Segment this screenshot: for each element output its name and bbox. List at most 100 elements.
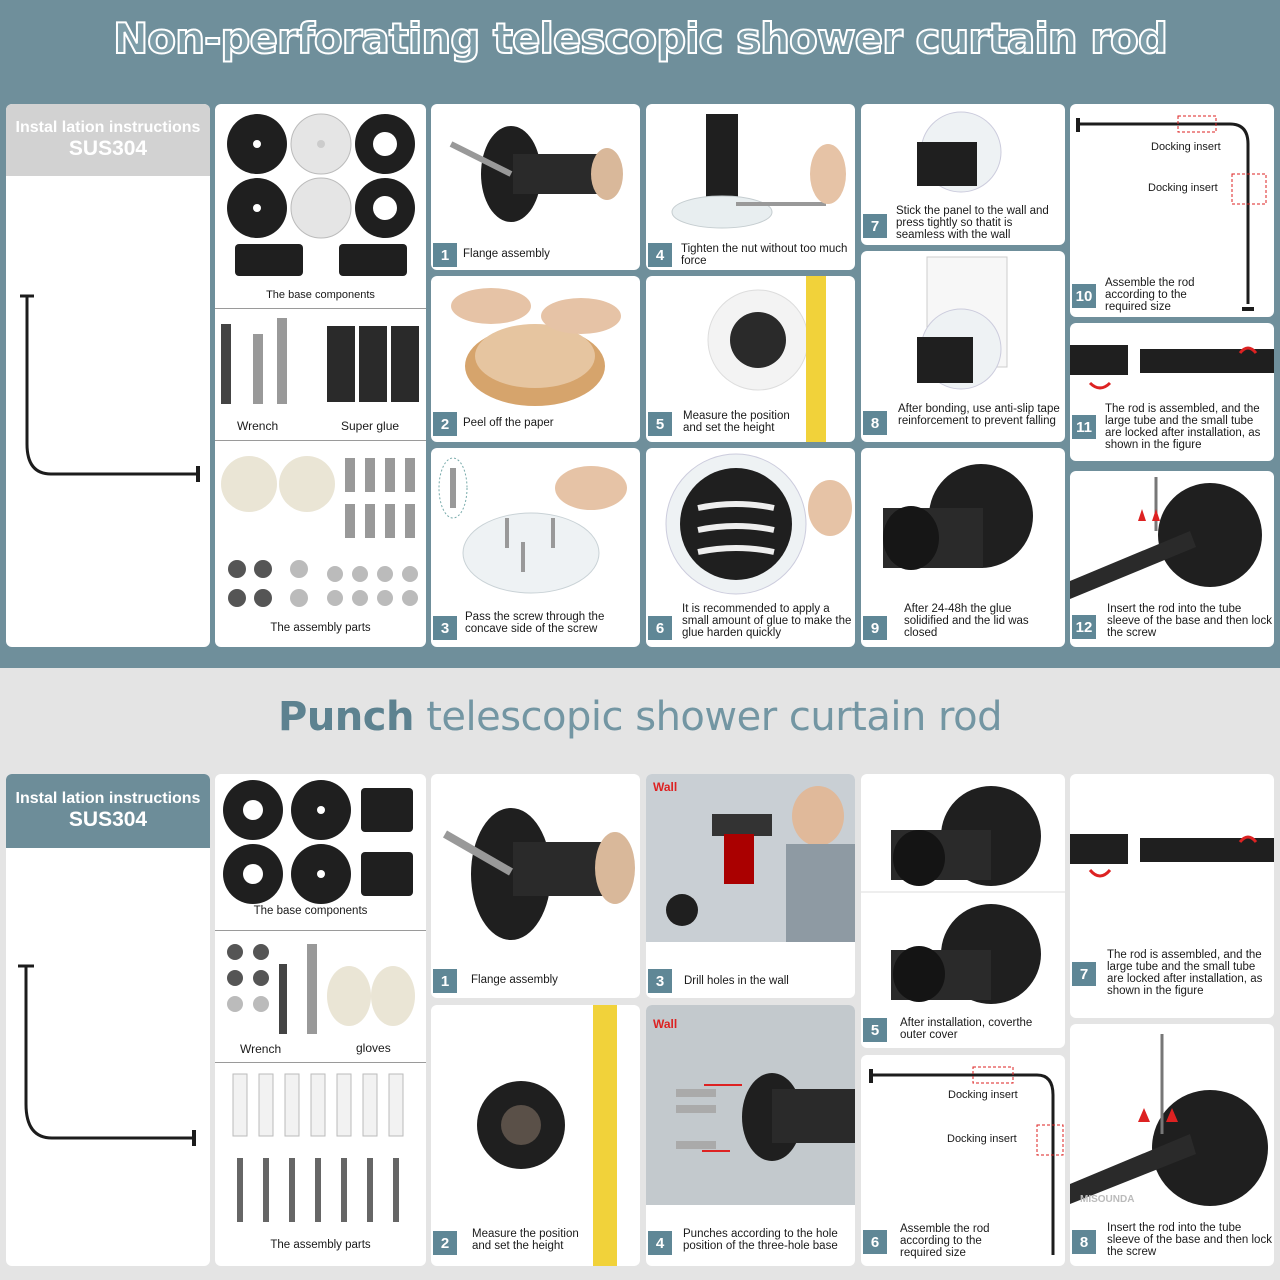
bottom-parts-panel: The base components Wrench gloves The as… <box>215 774 426 1266</box>
top-instructions-line2: SUS304 <box>68 137 148 160</box>
bottom-base-components-label: The base components <box>253 905 368 917</box>
bottom-title: Punch telescopic shower curtain rod <box>0 694 1280 740</box>
top-step-11-badge: 11 <box>1072 415 1096 439</box>
bottom-l-shaped-rod-illustration <box>18 964 196 1146</box>
top-step-8-text: After bonding, use anti-slip tape reinfo… <box>898 403 1060 427</box>
top-step-7-badge: 7 <box>863 214 887 238</box>
bottom-step-7-card: 7 The rod is assembled, and the large tu… <box>1070 774 1274 1018</box>
bottom-step-8-card: MISOUNDA 8 Insert the rod into the tube … <box>1070 1024 1274 1266</box>
bottom-step-3-badge: 3 <box>648 969 672 993</box>
bottom-assemble-rod-diagram <box>869 1066 1064 1255</box>
brand-label: MISOUNDA <box>1080 1194 1135 1205</box>
top-step-11-card: 11 The rod is assembled, and the large t… <box>1070 323 1274 461</box>
bottom-instructions-header: Instal lation instructions SUS304 <box>6 774 210 848</box>
bottom-parts-divider-1 <box>215 930 426 931</box>
bottom-measure-position-image <box>477 1005 617 1266</box>
top-step-7-card: 7 Stick the panel to the wall and press … <box>861 104 1065 245</box>
bottom-section-background <box>0 668 1280 1280</box>
top-step-4-text: Tighten the nut without too much force <box>681 243 848 267</box>
bottom-assembly-parts-label: The assembly parts <box>270 1239 371 1251</box>
glue-solidified-image <box>883 464 1033 570</box>
bottom-title-rest: telescopic shower curtain rod <box>413 694 1002 740</box>
top-step-1-card: 1 Flange assembly <box>431 104 640 270</box>
top-step-3-text: Pass the screw through the concave side … <box>465 611 605 635</box>
top-assembly-parts-label: The assembly parts <box>270 622 371 634</box>
bottom-instructions-line2: SUS304 <box>68 808 148 831</box>
top-super-glue-label: Super glue <box>341 419 400 433</box>
top-instructions-panel: Instal lation instructions SUS304 <box>6 104 210 647</box>
top-step-10-card: Docking insert Docking insert 10 Assembl… <box>1070 104 1274 317</box>
top-step-4-card: 4 Tighten the nut without too much force <box>646 104 855 270</box>
top-step-3-badge: 3 <box>433 616 457 640</box>
locked-tubes-image <box>1070 345 1274 390</box>
apply-glue-image <box>665 453 852 595</box>
top-step-8-badge: 8 <box>863 411 887 435</box>
insert-rod-image <box>1070 477 1262 599</box>
top-step-9-card: 9 After 24-48h the glue solidified and t… <box>861 448 1065 647</box>
peel-paper-image <box>451 288 621 406</box>
top-step-7-text: Stick the panel to the wall and press ti… <box>896 205 1049 241</box>
bottom-wall-label-1: Wall <box>653 780 678 794</box>
bottom-instructions-line1: Instal lation instructions <box>15 790 201 807</box>
top-step-2-text: Peel off the paper <box>463 417 554 429</box>
screw-through-panel-image <box>438 457 627 594</box>
bottom-step-5-badge: 5 <box>863 1018 887 1042</box>
bottom-step-6-card: Docking insert Docking insert 6 Assemble… <box>861 1055 1065 1266</box>
top-step-11-text: The rod is assembled, and the large tube… <box>1105 403 1261 451</box>
top-parts-art <box>221 113 419 607</box>
top-step-8-card: 8 After bonding, use anti-slip tape rein… <box>861 251 1065 442</box>
bottom-wall-label-2: Wall <box>653 1017 678 1031</box>
bottom-step-6-text: Assemble the rod according to the requir… <box>900 1223 990 1259</box>
top-docking-insert-2: Docking insert <box>1148 182 1218 194</box>
top-base-components-label: The base components <box>266 289 375 301</box>
top-step-10-text: Assemble the rod according to the requir… <box>1105 277 1195 313</box>
bottom-wrench-label: Wrench <box>240 1042 282 1056</box>
top-instructions-header: Instal lation instructions SUS304 <box>6 104 210 176</box>
top-section-background <box>0 0 1280 668</box>
bottom-flange-assembly-image <box>443 808 635 940</box>
bottom-step-7-badge: 7 <box>1072 962 1096 986</box>
bottom-step-5-card: 5 After installation, coverthe outer cov… <box>861 774 1065 1048</box>
bottom-step-3-card: Wall 3 Drill holes in the wall <box>646 774 855 998</box>
top-step-1-text: Flange assembly <box>463 248 550 260</box>
cover-outer-image <box>861 786 1065 1004</box>
bottom-step-1-card: 1 Flange assembly <box>431 774 640 998</box>
top-step-6-badge: 6 <box>648 616 672 640</box>
top-step-3-card: 3 Pass the screw through the concave sid… <box>431 448 640 647</box>
bottom-step-1-badge: 1 <box>433 969 457 993</box>
bottom-step-6-badge: 6 <box>863 1230 887 1254</box>
top-step-12-card: 12 Insert the rod into the tube sleeve o… <box>1070 471 1274 647</box>
top-step-6-card: 6 It is recommended to apply a small amo… <box>646 448 855 647</box>
top-title: Non-perforating telescopic shower curtai… <box>112 13 1169 64</box>
top-step-5-card: 5 Measure the position and set the heigh… <box>646 276 855 442</box>
top-step-5-text: Measure the position and set the height <box>683 410 790 434</box>
top-step-12-badge: 12 <box>1072 615 1096 639</box>
bottom-docking-insert-2: Docking insert <box>947 1133 1017 1145</box>
bottom-step-2-card: 2 Measure the position and set the heigh… <box>431 1005 640 1266</box>
bottom-step-2-badge: 2 <box>433 1231 457 1255</box>
bottom-step-4-text: Punches according to the hole position o… <box>683 1228 838 1252</box>
bottom-gloves-label: gloves <box>356 1041 391 1055</box>
tighten-nut-image <box>671 114 846 229</box>
bottom-parts-art <box>223 780 415 1222</box>
bottom-step-8-text: Insert the rod into the tube sleeve of t… <box>1107 1222 1272 1258</box>
bottom-step-2-text: Measure the position and set the height <box>472 1228 579 1252</box>
drill-holes-art <box>666 786 855 942</box>
anti-slip-tape-image <box>917 256 1008 390</box>
top-step-9-badge: 9 <box>863 616 887 640</box>
bottom-step-3-text: Drill holes in the wall <box>684 975 789 987</box>
top-instructions-line1: Instal lation instructions <box>15 119 201 136</box>
top-step-9-text: After 24-48h the glue solidified and the… <box>904 603 1029 639</box>
top-step-4-badge: 4 <box>648 243 672 267</box>
top-parts-divider-1 <box>215 308 426 309</box>
assemble-rod-diagram <box>1076 115 1267 311</box>
top-step-2-card: 2 Peel off the paper <box>431 276 640 442</box>
top-parts-divider-2 <box>215 440 426 441</box>
top-step-2-badge: 2 <box>433 412 457 436</box>
bottom-step-8-badge: 8 <box>1072 1230 1096 1254</box>
top-step-6-text: It is recommended to apply a small amoun… <box>682 603 852 639</box>
bottom-instructions-panel: Instal lation instructions SUS304 <box>6 774 210 1266</box>
top-step-5-badge: 5 <box>648 412 672 436</box>
bottom-docking-insert-1: Docking insert <box>948 1089 1018 1101</box>
top-docking-insert-1: Docking insert <box>1151 141 1221 153</box>
